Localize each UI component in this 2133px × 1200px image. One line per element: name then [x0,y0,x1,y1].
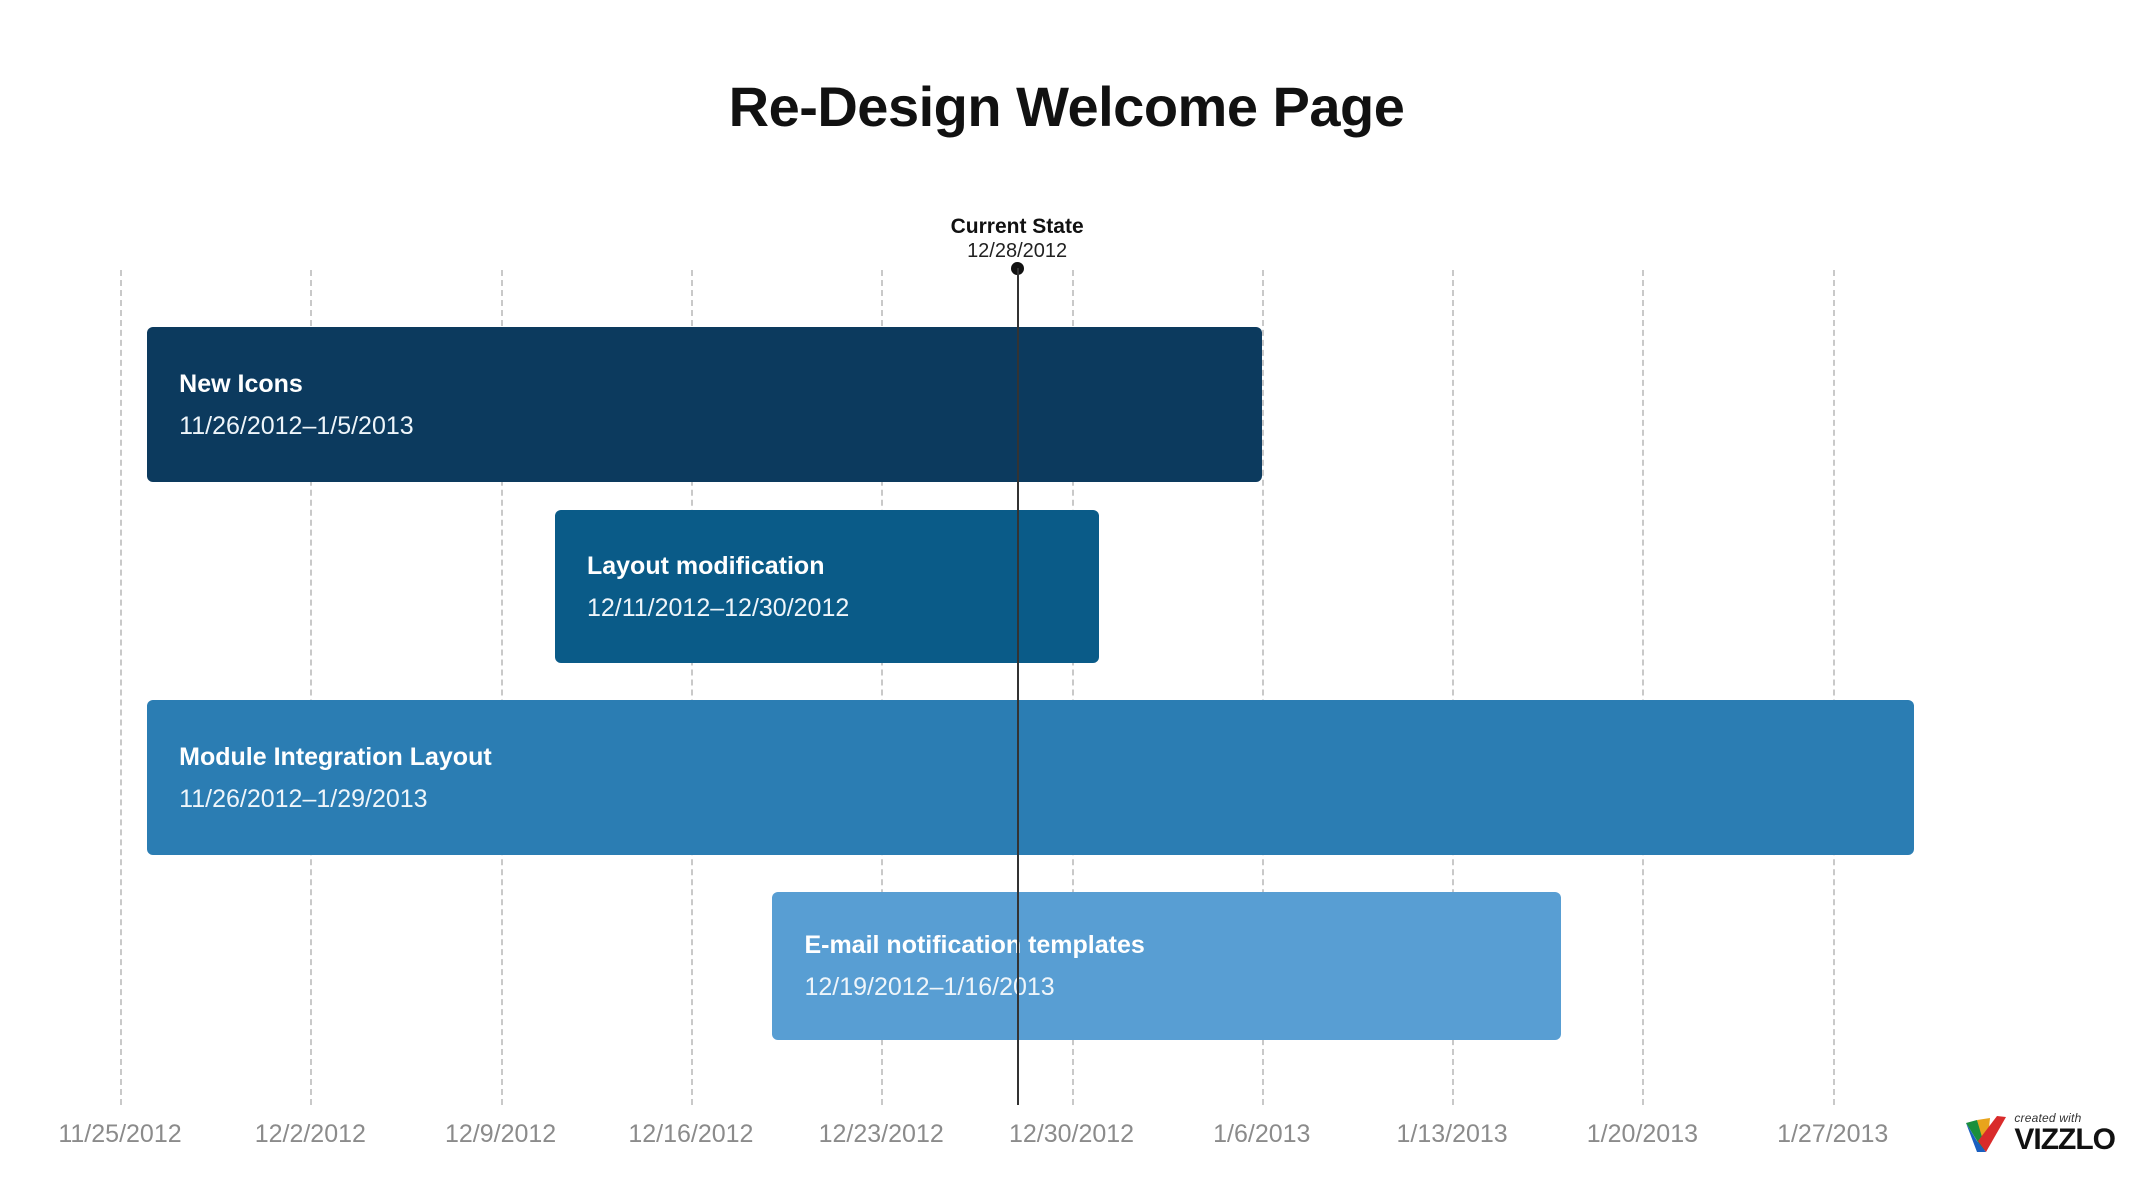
task-bar-label: Layout modification [586,551,825,580]
current-state-title: Current State [950,215,1084,238]
task-bar-label: E-mail notification templates [804,931,1145,959]
x-axis-tick-label: 12/23/2012 [818,1120,944,1148]
gridline [690,270,693,1105]
task-bar-dates: 11/26/2012–1/29/2013 [179,784,428,813]
page-title: Re-Design Welcome Page [728,75,1405,138]
vizzlo-logo[interactable]: created with VIZZLO [1964,1111,2116,1156]
gridline [1832,270,1835,1105]
task-bar[interactable]: Module Integration Layout 11/26/2012–1/29… [147,700,1915,855]
current-state-line [1017,268,1020,1105]
gridline [1261,270,1264,1105]
x-axis-tick-label: 1/6/2013 [1213,1120,1311,1148]
vizzlo-brand-label: VIZZLO [2014,1123,2116,1156]
current-state-date: 12/28/2012 [967,240,1068,262]
x-axis-tick-label: 1/27/2013 [1777,1120,1889,1148]
task-bar[interactable]: Layout modification 12/11/2012–12/30/2012 [554,510,1099,663]
gridline [881,270,884,1105]
gridline [1642,270,1645,1105]
current-state-label-group: Current State 12/28/2012 [951,214,1084,264]
gridline [310,270,313,1105]
task-bar-label: Module Integration Layout [179,742,492,771]
x-axis-tick-label: 1/13/2013 [1396,1120,1508,1148]
vizzlo-checkmark-icon [1966,1115,2007,1152]
gridline [1452,270,1455,1105]
task-bar-dates: 12/19/2012–1/16/2013 [804,973,1055,1001]
x-axis-tick-label: 12/2/2012 [254,1120,366,1148]
task-bar-label: New Icons [179,369,303,398]
vizzlo-created-with-label: created with [2014,1111,2082,1125]
x-axis-tick-label: 12/16/2012 [628,1120,754,1148]
task-bar[interactable]: New Icons 11/26/2012–1/5/2013 [147,327,1262,482]
x-axis-tick-label: 11/25/2012 [58,1120,182,1148]
x-axis-tick-label: 12/30/2012 [1008,1120,1135,1148]
x-axis-tick-label: 12/9/2012 [444,1120,557,1148]
task-bar-dates: 11/26/2012–1/5/2013 [179,411,414,440]
gridline [500,270,503,1105]
task-bar[interactable]: E-mail notification templates 12/19/2012–… [772,892,1561,1040]
x-axis-tick-label: 1/20/2013 [1586,1120,1698,1148]
vizzlo-wordmark: created with VIZZLO [2014,1111,2116,1156]
task-bar-dates: 12/11/2012–12/30/2012 [586,593,850,622]
gridline [120,270,122,1105]
gridline [1071,270,1074,1105]
